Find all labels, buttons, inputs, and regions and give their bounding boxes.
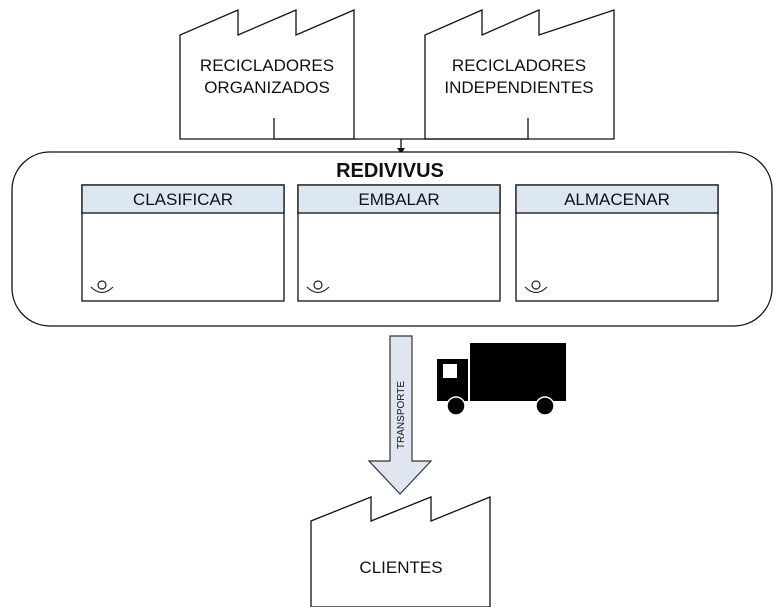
company-title: REDIVIVUS [336, 160, 444, 182]
operator-icon [524, 280, 548, 294]
factory-icon [179, 9, 355, 140]
supplier-factory-independientes: RECICLADORES INDEPENDIENTES [424, 9, 615, 140]
process-label: EMBALAR [358, 190, 439, 209]
process-label: ALMACENAR [564, 190, 670, 209]
truck-cargo [470, 343, 566, 401]
process-box-clasificar: CLASIFICAR [81, 184, 285, 302]
truck-wheel-rear [535, 396, 555, 416]
customer-factory: CLIENTES [310, 496, 491, 607]
operator-icon [306, 280, 330, 294]
process-box-embalar: EMBALAR [297, 184, 501, 302]
shipment-arrow: TRANSPORTE [367, 335, 433, 495]
customer-label: CLIENTES [359, 558, 442, 577]
supplier-connector [273, 118, 529, 154]
supplier-label-line1: RECICLADORES [200, 56, 334, 75]
process-box-almacenar: ALMACENAR [515, 184, 719, 302]
transport-label: TRANSPORTE [396, 381, 407, 449]
process-header [515, 184, 719, 214]
truck-wheel-front [446, 396, 466, 416]
process-label: CLASIFICAR [133, 190, 233, 209]
supplier-label-line2: ORGANIZADOS [204, 78, 330, 97]
operator-icon [90, 280, 114, 294]
process-header [297, 184, 501, 214]
supplier-label-line1: RECICLADORES [452, 56, 586, 75]
connector-arrowhead [397, 148, 405, 154]
truck-window [443, 364, 457, 378]
factory-icon [424, 9, 615, 140]
process-header [81, 184, 285, 214]
truck-icon [437, 343, 566, 416]
supplier-label-line2: INDEPENDIENTES [444, 78, 593, 97]
supplier-factory-organizados: RECICLADORES ORGANIZADOS [179, 9, 355, 140]
shipment-arrow-icon [367, 335, 433, 495]
factory-icon [310, 496, 491, 607]
